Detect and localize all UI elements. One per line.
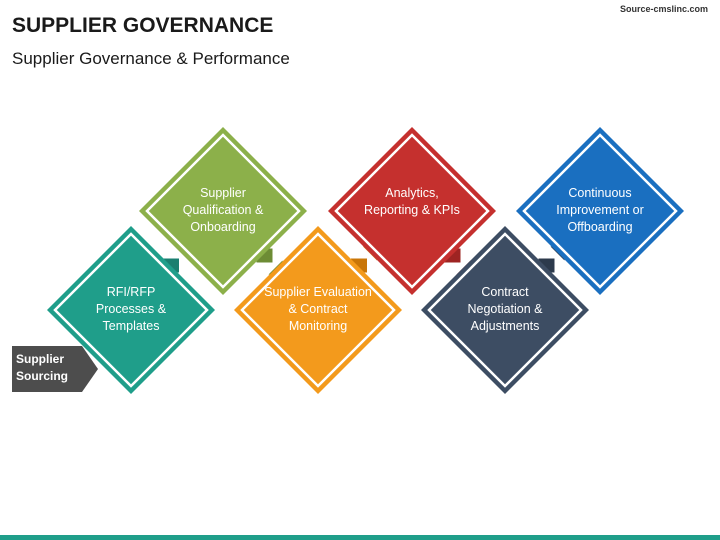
step-label-1: RFI/RFP Processes & Templates	[95, 285, 167, 333]
step-diamond-1	[47, 226, 215, 394]
step-diamond-3	[234, 226, 402, 394]
step-label-6: Continuous Improvement or Offboarding	[556, 186, 644, 234]
supplier-sourcing-tag-shape	[12, 346, 98, 392]
supplier-sourcing-label: Supplier Sourcing	[16, 352, 69, 383]
step-label-5: Contract Negotiation & Adjustments	[467, 285, 543, 333]
source-credit: Source-cmslinc.com	[619, 4, 708, 14]
step-label-4: Analytics, Reporting & KPIs	[364, 186, 460, 217]
step-diamond-5	[421, 226, 589, 394]
page-title: SUPPLIER GOVERNANCE	[12, 14, 274, 37]
step-label-2: Supplier Qualification & Onboarding	[182, 186, 264, 234]
step-diamond-6	[516, 127, 684, 295]
step-diamond-4	[328, 127, 496, 295]
page-subtitle: Supplier Governance & Performance	[12, 49, 290, 68]
step-diamond-2	[139, 127, 307, 295]
step-label-3: Supplier Evaluation & Contract Monitorin…	[264, 285, 372, 333]
bottom-accent-bar	[0, 535, 720, 540]
